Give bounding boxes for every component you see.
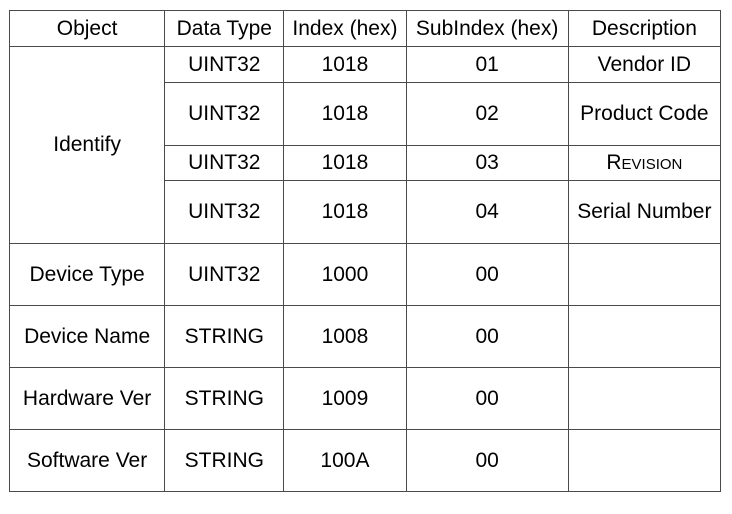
table-row: UINT32 1018 04 Serial Number (10, 180, 722, 244)
cell-description: Serial Number (567, 180, 722, 244)
cell-data-type: STRING (164, 305, 285, 368)
cell-object: Hardware Ver (8, 367, 166, 430)
cell-index: 1018 (283, 82, 407, 146)
cell-object-identify: Identify (8, 46, 166, 244)
header-object: Object (8, 10, 166, 47)
cell-object: Device Name (8, 305, 166, 368)
cell-object: Software Ver (8, 429, 166, 492)
cell-data-type: UINT32 (164, 180, 285, 244)
cell-description (567, 429, 722, 492)
table-header-row: Object Data Type Index (hex) SubIndex (h… (8, 10, 722, 47)
cell-index: 1018 (283, 145, 407, 181)
cell-data-type: UINT32 (164, 243, 285, 306)
header-description: Description (567, 10, 722, 47)
cell-object: Device Type (8, 243, 166, 306)
cell-data-type: UINT32 (164, 145, 285, 181)
object-dictionary-table: Object Data Type Index (hex) SubIndex (h… (8, 10, 722, 492)
cell-index: 100A (283, 429, 407, 492)
cell-subindex: 03 (405, 145, 569, 181)
cell-description: Revision (567, 145, 722, 181)
cell-description: Vendor ID (567, 46, 722, 83)
cell-subindex: 04 (405, 180, 569, 244)
cell-index: 1000 (283, 243, 407, 306)
cell-description (567, 243, 722, 306)
header-data-type: Data Type (164, 10, 285, 47)
table-row: Hardware Ver STRING 1009 00 (8, 367, 722, 430)
cell-description (567, 367, 722, 430)
table-row: UINT32 1018 02 Product Code (10, 82, 722, 146)
cell-data-type: STRING (164, 367, 285, 430)
header-subindex: SubIndex (hex) (405, 10, 569, 47)
table-row: Device Type UINT32 1000 00 (8, 243, 722, 306)
cell-index: 1008 (283, 305, 407, 368)
cell-index: 1009 (283, 367, 407, 430)
cell-subindex: 01 (405, 46, 569, 83)
cell-subindex: 00 (405, 243, 569, 306)
cell-description: Product Code (567, 82, 722, 146)
cell-subindex: 00 (405, 305, 569, 368)
cell-subindex: 00 (405, 367, 569, 430)
header-index: Index (hex) (283, 10, 407, 47)
cell-data-type: UINT32 (164, 46, 285, 83)
cell-data-type: UINT32 (164, 82, 285, 146)
table-row: Identify UINT32 1018 01 Vendor ID (8, 46, 722, 244)
table-row: Device Name STRING 1008 00 (8, 305, 722, 368)
table-row: Software Ver STRING 100A 00 (8, 429, 722, 492)
cell-index: 1018 (283, 46, 407, 83)
cell-description (567, 305, 722, 368)
cell-index: 1018 (283, 180, 407, 244)
cell-data-type: STRING (164, 429, 285, 492)
cell-subindex: 02 (405, 82, 569, 146)
table-row: UINT32 1018 03 Revision (10, 145, 722, 181)
cell-subindex: 00 (405, 429, 569, 492)
